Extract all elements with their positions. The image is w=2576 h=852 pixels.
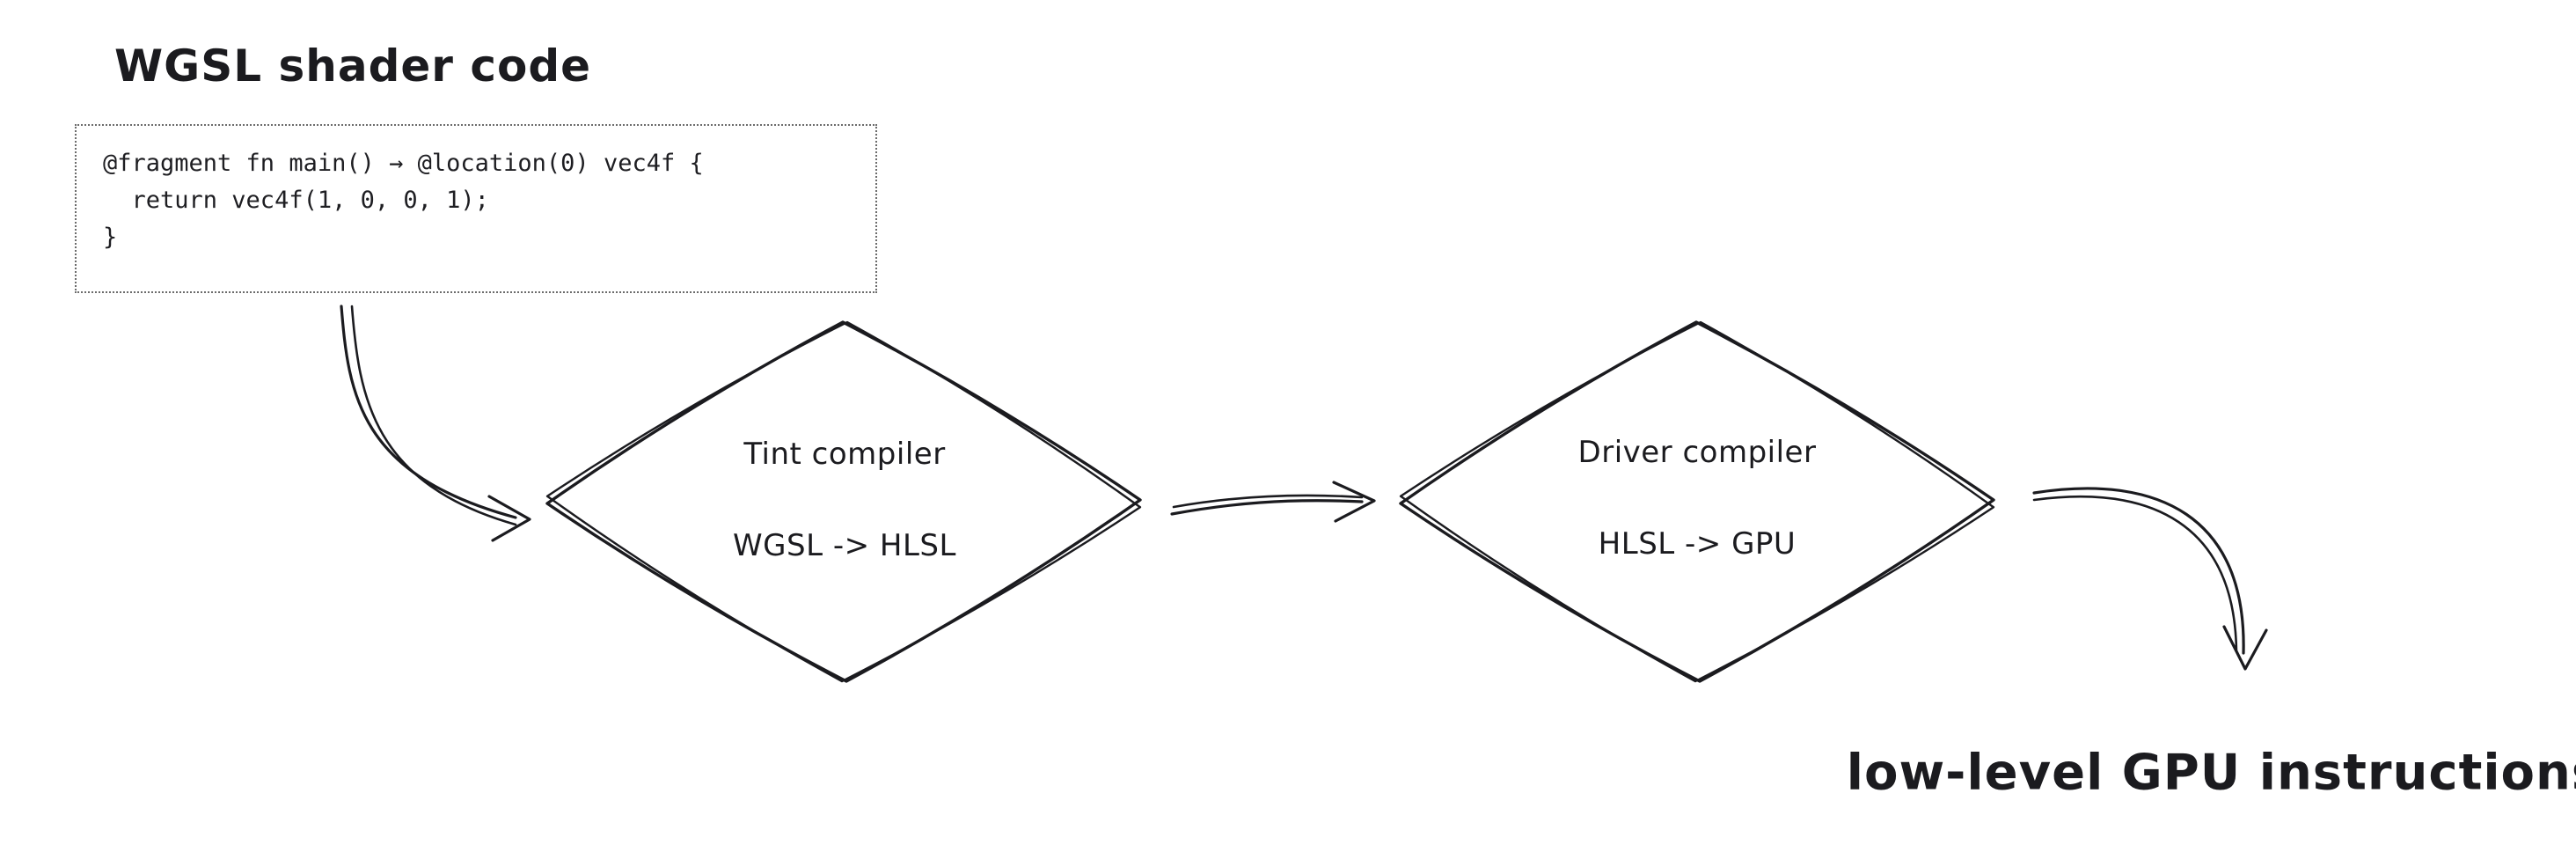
tint-compiler-diamond: [545, 320, 1142, 683]
wgsl-code-box: @fragment fn main() → @location(0) vec4f…: [75, 124, 877, 293]
driver-compiler-diamond: [1399, 320, 1995, 683]
tint-compiler-title: Tint compiler: [743, 437, 946, 472]
code-line: @fragment fn main() → @location(0) vec4f…: [103, 150, 704, 177]
diagram-title: WGSL shader code: [114, 40, 592, 92]
driver-compiler-title: Driver compiler: [1577, 435, 1817, 470]
arrowhead-down-icon: [2222, 625, 2268, 671]
arrowhead-right-icon: [1332, 481, 1376, 523]
driver-compiler-subtitle: HLSL -> GPU: [1598, 526, 1797, 562]
code-line: }: [103, 224, 118, 251]
arrowhead-right-icon: [487, 495, 531, 542]
arrow-driver-to-output: [2032, 487, 2268, 671]
output-label: low-level GPU instructions: [1846, 744, 2576, 802]
arrow-code-to-tint: [340, 305, 531, 542]
tint-compiler-subtitle: WGSL -> HLSL: [733, 528, 956, 563]
arrow-tint-to-driver: [1170, 481, 1376, 523]
code-line: return vec4f(1, 0, 0, 1);: [103, 187, 489, 214]
